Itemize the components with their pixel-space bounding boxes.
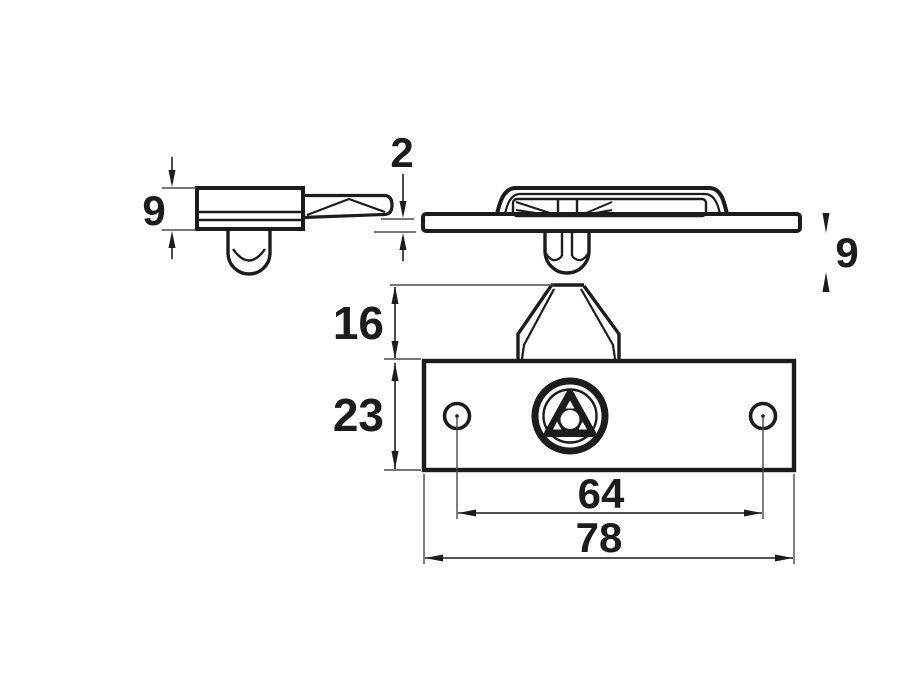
screw-hole-center: [455, 414, 459, 418]
keeper-side-view: [195, 186, 394, 276]
dim-arrow: [425, 554, 443, 562]
peg-scallop: [571, 251, 590, 262]
keeper-arm: [302, 193, 394, 220]
dimension-keeper-height: 9: [142, 157, 196, 259]
dim-arrow: [822, 272, 830, 292]
dim-arrow: [168, 231, 176, 248]
peg-scallop: [544, 251, 563, 262]
dim-arrow: [744, 509, 762, 517]
dimension-label: 16: [333, 297, 384, 349]
boss-center-hole: [560, 410, 580, 429]
peg-outline: [543, 231, 591, 275]
dimension-plate-width: 78: [423, 474, 795, 564]
dimension-label: 9: [142, 187, 165, 234]
dim-arrow: [399, 233, 407, 250]
dimension-peg-depth: 9: [822, 213, 859, 292]
dim-arrow: [399, 201, 407, 218]
section-rivet-peg: [543, 231, 591, 275]
dimension-nose-height: 16: [333, 284, 554, 360]
dim-arrow: [458, 509, 476, 517]
dim-arrow: [391, 451, 399, 469]
cover-hump-inner: [503, 192, 722, 215]
keeper-arm-wedge: [306, 197, 386, 217]
catch-nose-outline: [516, 283, 621, 359]
mount-plate: [421, 358, 797, 473]
boss-corner-cut: [565, 400, 575, 409]
dim-arrow: [391, 363, 399, 381]
catch-nose-folds: [520, 288, 617, 360]
keeper-rivet-peg: [226, 229, 272, 276]
keeper-body: [195, 186, 305, 231]
screw-hole-center: [761, 414, 765, 418]
frame-section-view: [421, 186, 802, 275]
frame-bar: [421, 212, 802, 233]
dimension-label: 9: [835, 229, 858, 276]
boss-corner-cut: [553, 421, 562, 430]
spindle-boss: [531, 377, 609, 455]
dimension-label: 78: [576, 514, 623, 561]
dimension-plate-height: 23: [333, 363, 421, 471]
dimension-lip-thickness: 2: [374, 129, 416, 261]
dim-arrow: [168, 170, 176, 187]
catch-nose: [516, 283, 621, 360]
front-view: [421, 283, 797, 473]
boss-inner-ring: [542, 388, 598, 444]
keeper-rivet-peg-arc: [232, 248, 266, 262]
dimension-label: 2: [390, 129, 413, 176]
dim-arrow: [391, 341, 399, 359]
dim-arrow: [391, 286, 399, 304]
dimension-label: 64: [578, 470, 625, 517]
dimension-label: 23: [333, 389, 384, 441]
dim-arrow: [822, 213, 830, 233]
dim-arrow: [775, 554, 793, 562]
dimension-hole-spacing: 64: [456, 417, 764, 519]
boss-corner-cut: [578, 421, 587, 430]
